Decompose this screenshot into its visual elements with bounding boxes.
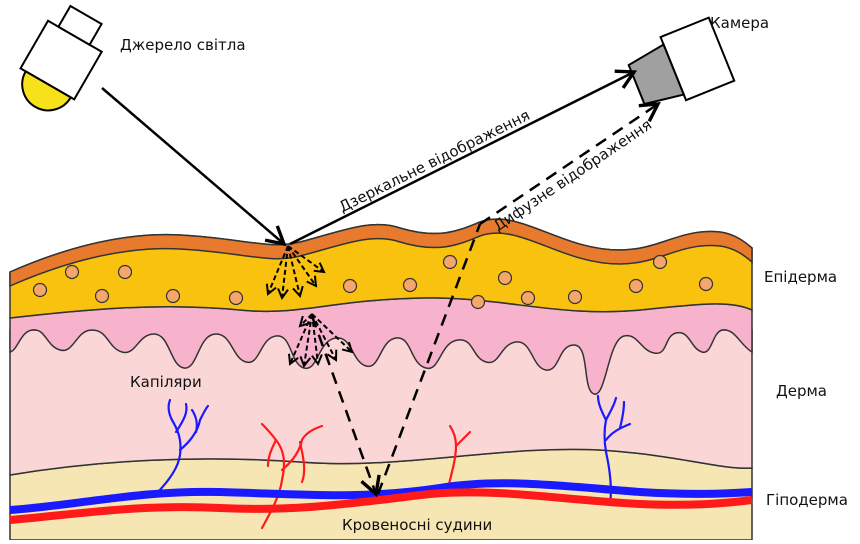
epidermis-label: Епідерма [764, 268, 837, 286]
camera-icon [623, 18, 734, 116]
camera-label: Камера [710, 14, 769, 32]
blood-vessels-label: Кровеносні судини [342, 516, 492, 534]
capillaries-label: Капіляри [130, 373, 202, 391]
dermis-label: Дерма [776, 382, 827, 400]
light-source-icon [8, 0, 114, 122]
light-source-label: Джерело світла [120, 36, 246, 54]
hypodermis-label: Гіподерма [766, 491, 848, 509]
incident-light-arrow [102, 88, 284, 244]
